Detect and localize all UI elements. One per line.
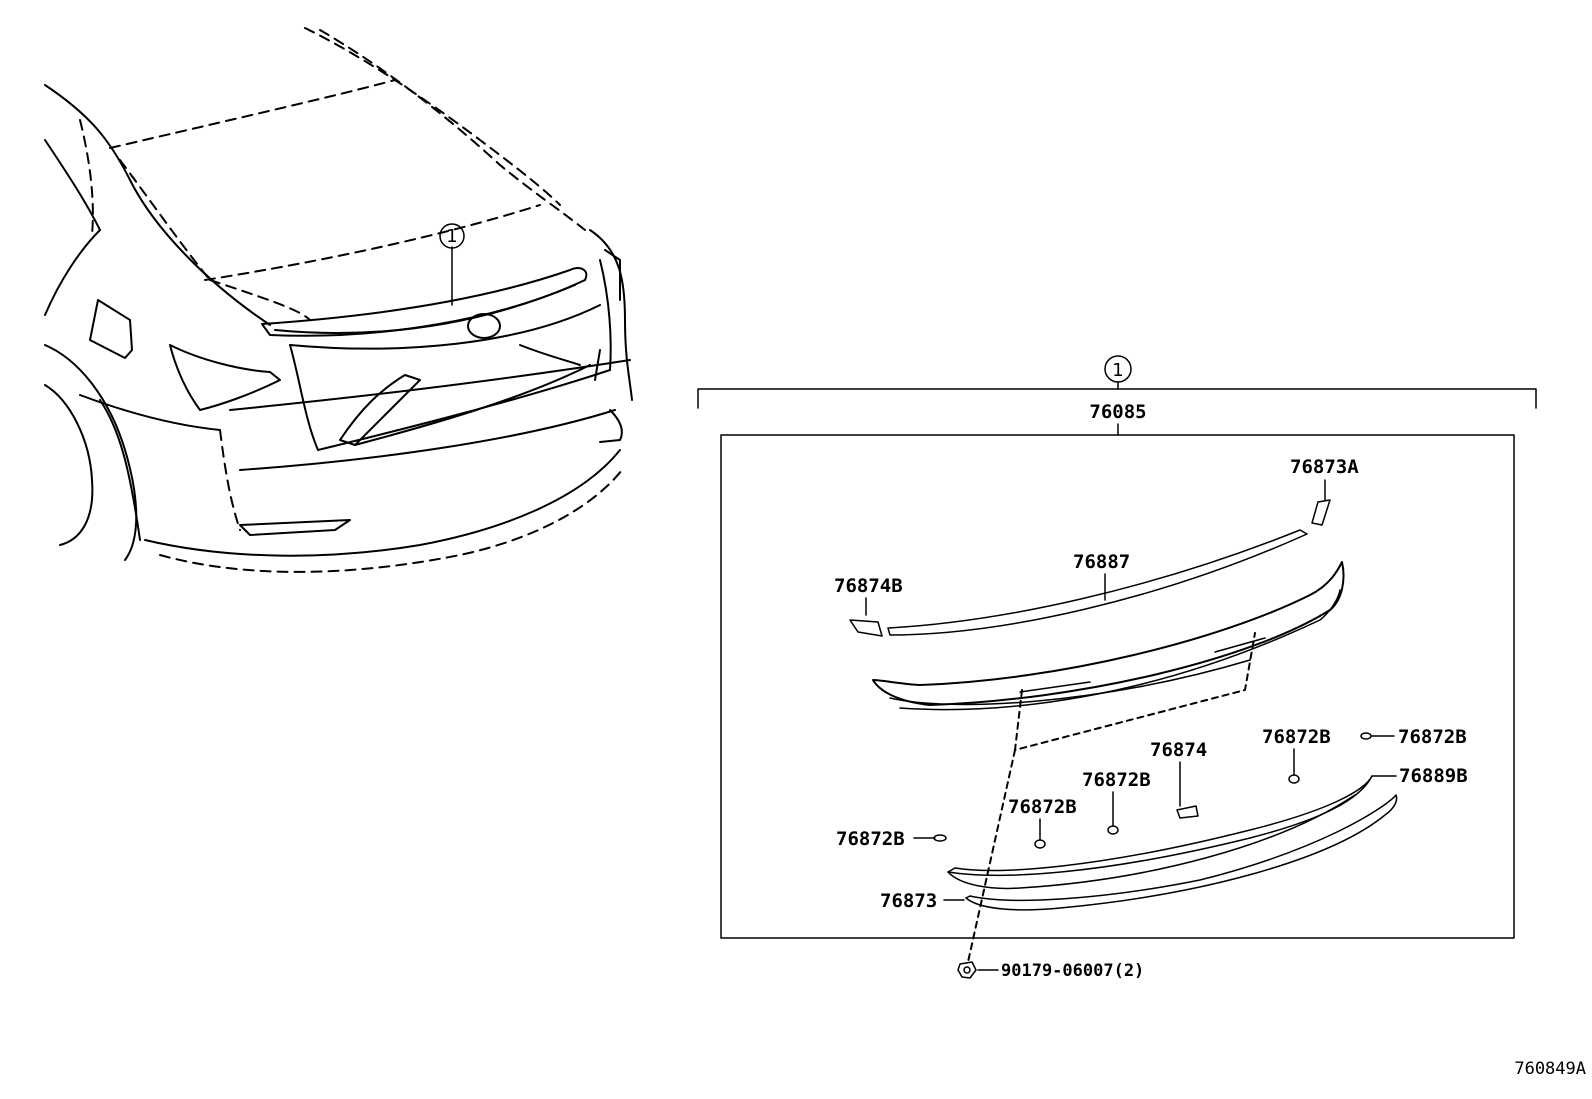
part-label-76872B-1: 76872B [1262, 726, 1331, 748]
clip-76872B-1 [1288, 774, 1300, 784]
clip-76872B-3 [1107, 825, 1119, 835]
part-76887 [887, 529, 1308, 636]
part-label-76873: 76873 [880, 890, 937, 912]
part-label-76872B-2: 76872B [1398, 726, 1467, 748]
part-76889B [947, 775, 1373, 877]
assembly-box [720, 434, 1515, 939]
part-label-76873A: 76873A [1290, 456, 1359, 478]
callout-number: 1 [1112, 360, 1123, 381]
callout-number: 1 [446, 226, 457, 247]
leader-dashed-fastener [967, 749, 1016, 963]
part-label-76889B: 76889B [1399, 765, 1468, 787]
car-rear-illustration [44, 27, 633, 573]
assembly-bracket [697, 388, 1537, 409]
callout-marker-car: 1 [439, 223, 465, 249]
part-spoiler-body [872, 561, 1345, 711]
part-label-fastener: 90179-06007(2) [1001, 961, 1144, 981]
part-label-76872B-3: 76872B [1082, 769, 1151, 791]
clip-76872B-4 [1034, 839, 1046, 849]
part-label-76872B-4: 76872B [1008, 796, 1077, 818]
assembly-part-label: 76085 [1089, 401, 1146, 423]
drawing-reference: 760849A [1514, 1059, 1586, 1079]
part-76873A [1311, 499, 1331, 526]
clip-76872B-2 [1360, 732, 1372, 740]
leader-dashed [1014, 632, 1256, 751]
part-76874B [849, 619, 883, 637]
part-label-76874B: 76874B [834, 575, 903, 597]
clip-76872B-5 [933, 834, 947, 842]
part-76874 [1176, 805, 1199, 819]
fastener-90179 [957, 961, 977, 979]
part-76873 [965, 794, 1398, 911]
callout-marker-assembly: 1 [1104, 355, 1132, 383]
part-label-76887: 76887 [1073, 551, 1130, 573]
part-label-76874: 76874 [1150, 739, 1207, 761]
part-label-76872B-5: 76872B [836, 828, 905, 850]
